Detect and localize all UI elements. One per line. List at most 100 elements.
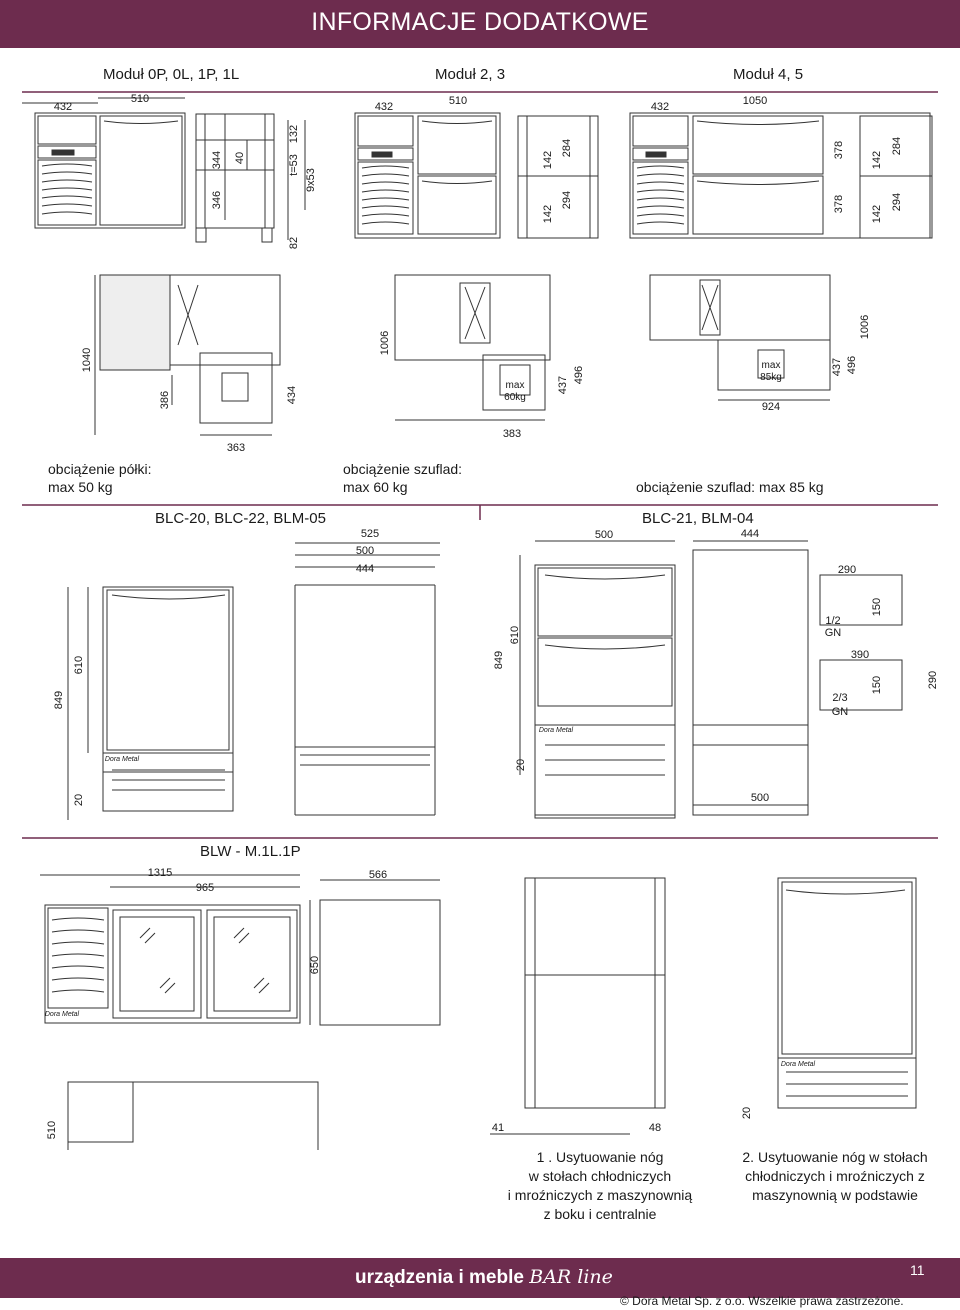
caption-2-line2: chłodniczych i mroźniczych z xyxy=(745,1168,925,1184)
footer-bar xyxy=(0,1258,960,1298)
dim-378-b: 378 xyxy=(833,195,845,213)
dim-496-b: 496 xyxy=(846,356,858,374)
dim-500-c: 500 xyxy=(751,792,769,804)
dim-20-b: 20 xyxy=(515,759,527,771)
dim-500-b: 500 xyxy=(595,529,613,541)
brand-plate-d: Dora Metal xyxy=(781,1061,816,1068)
dim-610-a: 610 xyxy=(73,656,85,674)
gn-twothirds-gn: GN xyxy=(832,706,849,718)
dim-48: 48 xyxy=(649,1122,661,1134)
page-title: INFORMACJE DODATKOWE xyxy=(311,8,649,36)
dim-510-a: 510 xyxy=(131,93,149,105)
row4-drawings: 1315 965 566 650 510 41 48 20 Dora Metal… xyxy=(40,867,917,1150)
dim-9x53: 9x53 xyxy=(305,168,317,192)
model-title-blc20: BLC-20, BLC-22, BLM-05 xyxy=(155,510,326,527)
shelf-load-line1: obciążenie półki: xyxy=(48,461,152,477)
dim-432-a: 432 xyxy=(54,101,72,113)
dim-132: 132 xyxy=(288,125,300,143)
shelf-load-label: obciążenie półki: max 50 kg xyxy=(48,460,152,496)
footer-brand-text: urządzenia i meble xyxy=(355,1267,530,1288)
dim-150-b: 150 xyxy=(871,676,883,694)
dim-346: 346 xyxy=(211,191,223,209)
dim-444-a: 444 xyxy=(356,563,374,575)
dim-20-a: 20 xyxy=(73,794,85,806)
dim-t53: t=53 xyxy=(288,154,300,176)
dim-1006-b: 1006 xyxy=(859,315,871,339)
dim-444-b: 444 xyxy=(741,528,759,540)
brand-plate-b: Dora Metal xyxy=(539,727,574,734)
caption-1-line1: 1 . Usytuowanie nóg xyxy=(536,1149,664,1165)
weight-label-max-60: max xyxy=(506,380,525,391)
weight-label-max-85: max xyxy=(762,360,781,371)
dim-500-a: 500 xyxy=(356,545,374,557)
dim-525: 525 xyxy=(361,528,379,540)
footer-brand-script: BAR line xyxy=(529,1266,613,1288)
dim-386: 386 xyxy=(159,391,171,409)
dim-432-b: 432 xyxy=(375,101,393,113)
dim-566: 566 xyxy=(369,869,387,881)
dim-437-b: 437 xyxy=(831,358,843,376)
header-bar xyxy=(0,0,960,48)
dim-82: 82 xyxy=(288,237,300,249)
dim-1315: 1315 xyxy=(148,867,172,879)
dim-363: 363 xyxy=(227,442,245,454)
dim-510: 510 xyxy=(46,1121,58,1139)
dim-849-b: 849 xyxy=(493,651,505,669)
dim-142-b: 142 xyxy=(542,205,554,223)
row3-drawings: 525 500 444 849 610 20 500 444 849 610 2… xyxy=(53,528,939,820)
model-title-blw: BLW - M.1L.1P xyxy=(200,843,301,860)
page-number: 11 xyxy=(910,1262,925,1278)
caption-1: 1 . Usytuowanie nóg w stołach chłodniczy… xyxy=(480,1148,720,1224)
dim-434: 434 xyxy=(286,386,298,404)
dim-41: 41 xyxy=(492,1122,504,1134)
dim-294-b: 294 xyxy=(891,193,903,211)
dim-142-d: 142 xyxy=(871,205,883,223)
dim-1050: 1050 xyxy=(743,95,767,107)
caption-2-line1: 2. Usytuowanie nóg w stołach xyxy=(742,1149,928,1165)
caption-2-line3: maszynownią w podstawie xyxy=(752,1187,918,1203)
dim-378-a: 378 xyxy=(833,141,845,159)
dim-390: 390 xyxy=(851,649,869,661)
dim-496-a: 496 xyxy=(573,366,585,384)
gn-half-gn: GN xyxy=(825,627,842,639)
dim-924: 924 xyxy=(762,401,780,413)
dim-437-a: 437 xyxy=(557,376,569,394)
footer-brand: urządzenia i meble BAR line xyxy=(355,1266,613,1289)
drawer60-load-label: obciążenie szuflad: max 60 kg xyxy=(343,460,462,496)
caption-1-line4: z boku i centralnie xyxy=(543,1206,657,1222)
dim-290-a: 290 xyxy=(838,564,856,576)
row1-drawings: 432 510 344 346 40 t=53 9x53 132 82 432 … xyxy=(22,93,933,249)
dim-344: 344 xyxy=(211,151,223,169)
dim-650: 650 xyxy=(309,956,321,974)
dim-510-b: 510 xyxy=(449,95,467,107)
dim-1040: 1040 xyxy=(81,348,93,372)
caption-2: 2. Usytuowanie nóg w stołach chłodniczyc… xyxy=(720,1148,950,1205)
module-title-0p: Moduł 0P, 0L, 1P, 1L xyxy=(103,66,240,83)
dim-294-a: 294 xyxy=(561,191,573,209)
brand-plate-a: Dora Metal xyxy=(105,756,140,763)
weight-label-60kg: 60kg xyxy=(504,392,526,403)
dim-150-a: 150 xyxy=(871,598,883,616)
module-title-2-3: Moduł 2, 3 xyxy=(435,66,506,83)
dim-142-c: 142 xyxy=(871,151,883,169)
caption-1-line2: w stołach chłodniczych xyxy=(528,1168,672,1184)
dim-284-b: 284 xyxy=(891,137,903,155)
shelf-load-line2: max 50 kg xyxy=(48,479,113,495)
dim-849-a: 849 xyxy=(53,691,65,709)
dim-965: 965 xyxy=(196,882,214,894)
drawer85-load-label: obciążenie szuflad: max 85 kg xyxy=(636,479,824,495)
dim-284-a: 284 xyxy=(561,139,573,157)
brand-plate-c: Dora Metal xyxy=(45,1011,80,1018)
dim-40: 40 xyxy=(234,152,246,164)
dim-290-b: 290 xyxy=(927,671,939,689)
dim-142-a: 142 xyxy=(542,151,554,169)
model-title-blc21: BLC-21, BLM-04 xyxy=(642,510,754,527)
gn-half-label: 1/2 xyxy=(825,615,840,627)
dim-610-b: 610 xyxy=(509,626,521,644)
caption-1-line3: i mroźniczych z maszynownią xyxy=(507,1187,693,1203)
dim-20-c: 20 xyxy=(741,1107,753,1119)
gn-twothirds-label: 2/3 xyxy=(832,692,847,704)
dim-432-c: 432 xyxy=(651,101,669,113)
dim-1006-a: 1006 xyxy=(379,331,391,355)
